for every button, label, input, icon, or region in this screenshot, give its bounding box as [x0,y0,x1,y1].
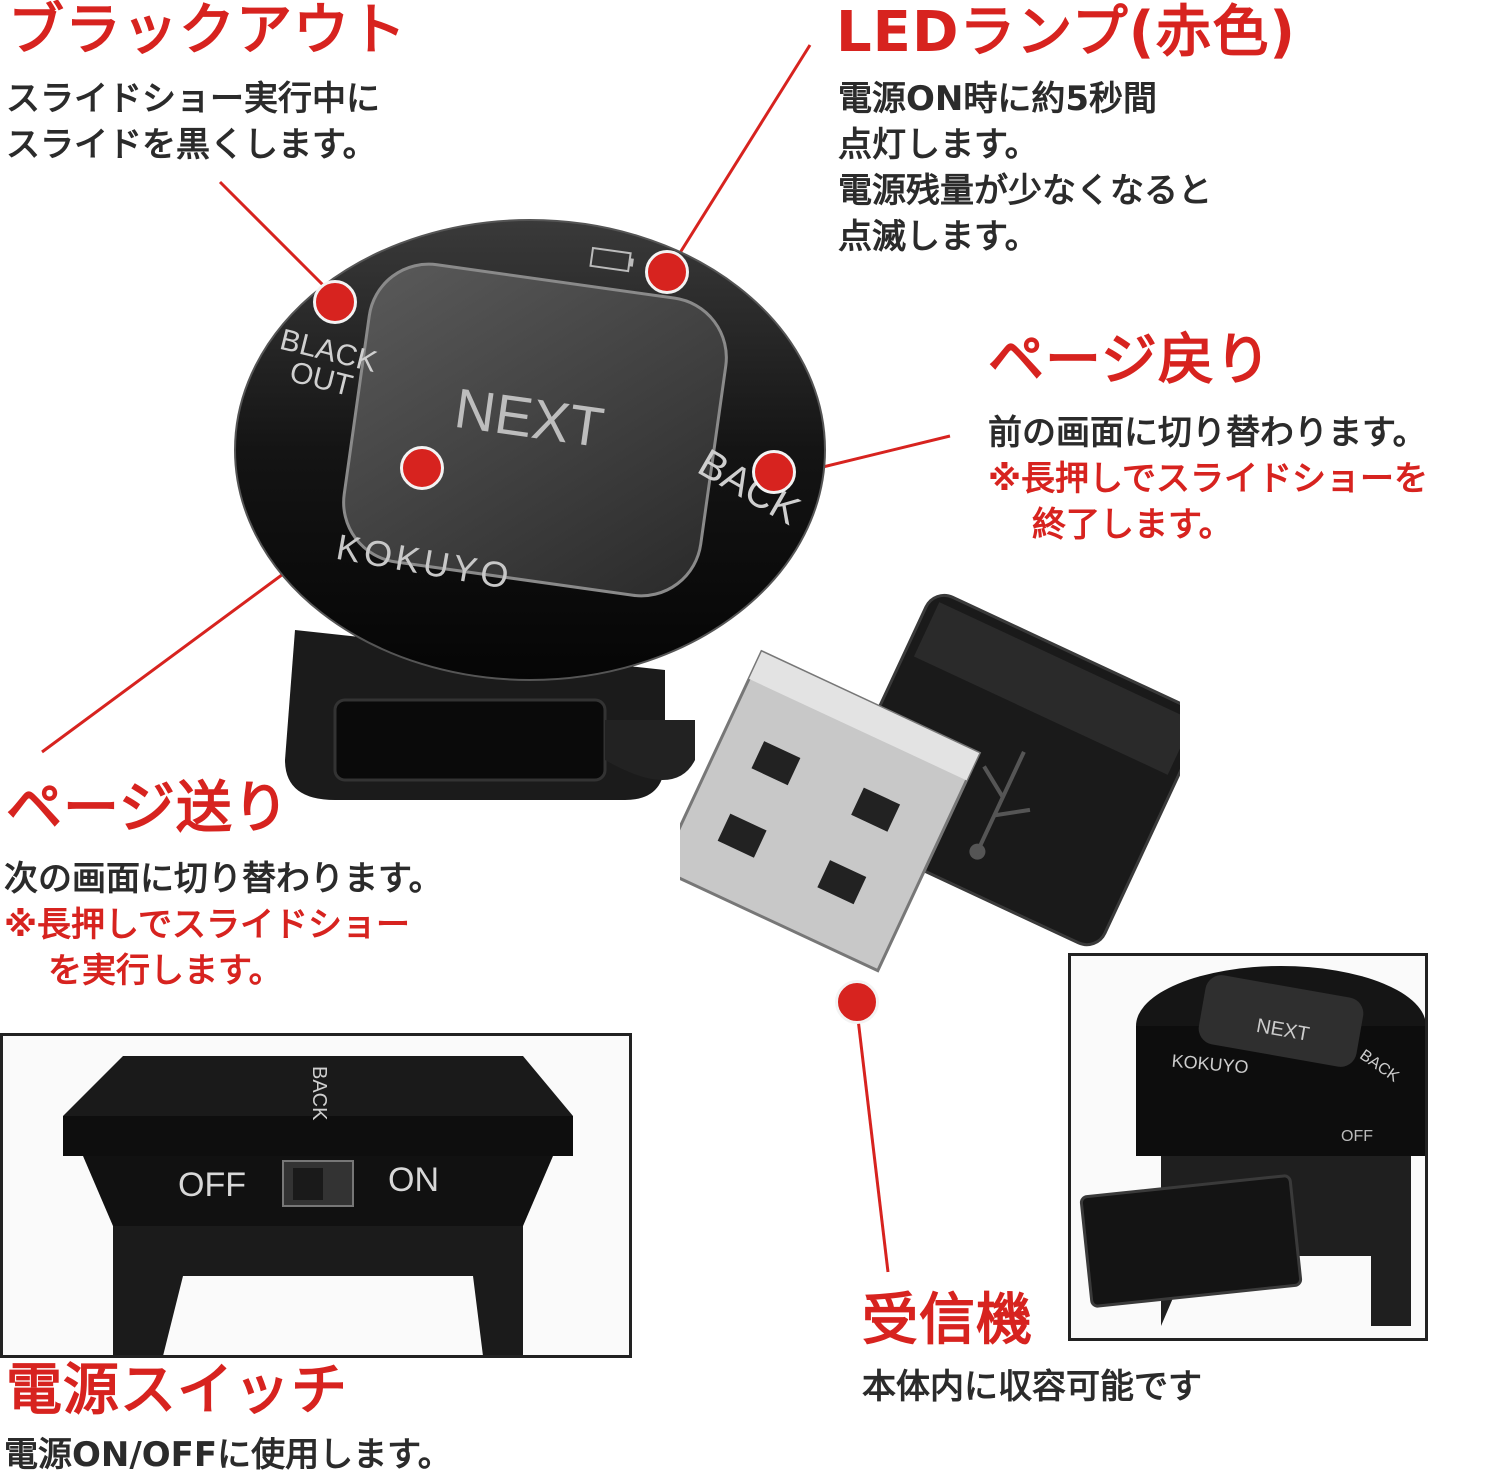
blackout-title: ブラックアウト [8,0,407,63]
receiver-indicator-dot [835,980,879,1024]
usb-receiver-illustration [680,593,1180,973]
battery-icon [589,246,634,273]
blackout-desc-line: スライドショー実行中に [6,79,380,119]
next-note-line: ※長押しでスライドショー [4,905,411,945]
back-note-line: ※長押しでスライドショーを [988,459,1429,499]
power-switch-illustration: OFF ON BACK [63,1056,573,1355]
next-note-line: を実行します。 [48,951,283,991]
power-title: 電源スイッチ [6,1358,348,1423]
back-label-side: BACK [308,1066,330,1121]
off-label-inset: OFF [1341,1128,1373,1145]
receiver-description: 本体内に収容可能です [862,1364,1202,1410]
led-description: 電源ON時に約5秒間 点灯します。 電源残量が少なくなると 点滅します。 [838,76,1212,260]
blackout-description: スライドショー実行中に スライドを黒くします。 [6,76,380,168]
off-label: OFF [178,1166,246,1204]
led-desc-line: 点滅します。 [838,217,1039,257]
led-desc-line: 点灯します。 [838,125,1039,165]
blackout-desc-line: スライドを黒くします。 [6,125,377,165]
led-indicator-dot [645,250,689,294]
power-desc-line: 電源ON/OFFに使用します。 [4,1435,452,1475]
stored-receiver-illustration: NEXT KOKUYO BACK OFF [1079,966,1425,1326]
stored-receiver-inset: NEXT KOKUYO BACK OFF [1068,953,1428,1341]
on-label: ON [388,1161,439,1199]
back-desc-line: 前の画面に切り替わります。 [988,413,1427,453]
power-switch-inset: OFF ON BACK [0,1033,632,1358]
back-description: 前の画面に切り替わります。 ※長押しでスライドショーを 終了します。 [988,410,1428,548]
next-description: 次の画面に切り替わります。 ※長押しでスライドショー を実行します。 [4,856,443,994]
back-indicator-dot [752,450,796,494]
back-note-line: 終了します。 [1032,505,1233,545]
power-description: 電源ON/OFFに使用します。 [4,1432,452,1478]
back-title: ページ戻り [988,328,1272,393]
receiver-desc-line: 本体内に収容可能です [862,1367,1202,1407]
next-desc-line: 次の画面に切り替わります。 [4,859,443,899]
next-indicator-dot [400,446,444,490]
led-desc-line: 電源残量が少なくなると [838,171,1212,211]
led-desc-line: 電源ON時に約5秒間 [838,79,1158,119]
receiver-title: 受信機 [862,1288,1033,1353]
led-title: LEDランプ(赤色) [836,0,1296,65]
next-title: ページ送り [6,776,290,841]
blackout-indicator-dot [313,280,357,324]
